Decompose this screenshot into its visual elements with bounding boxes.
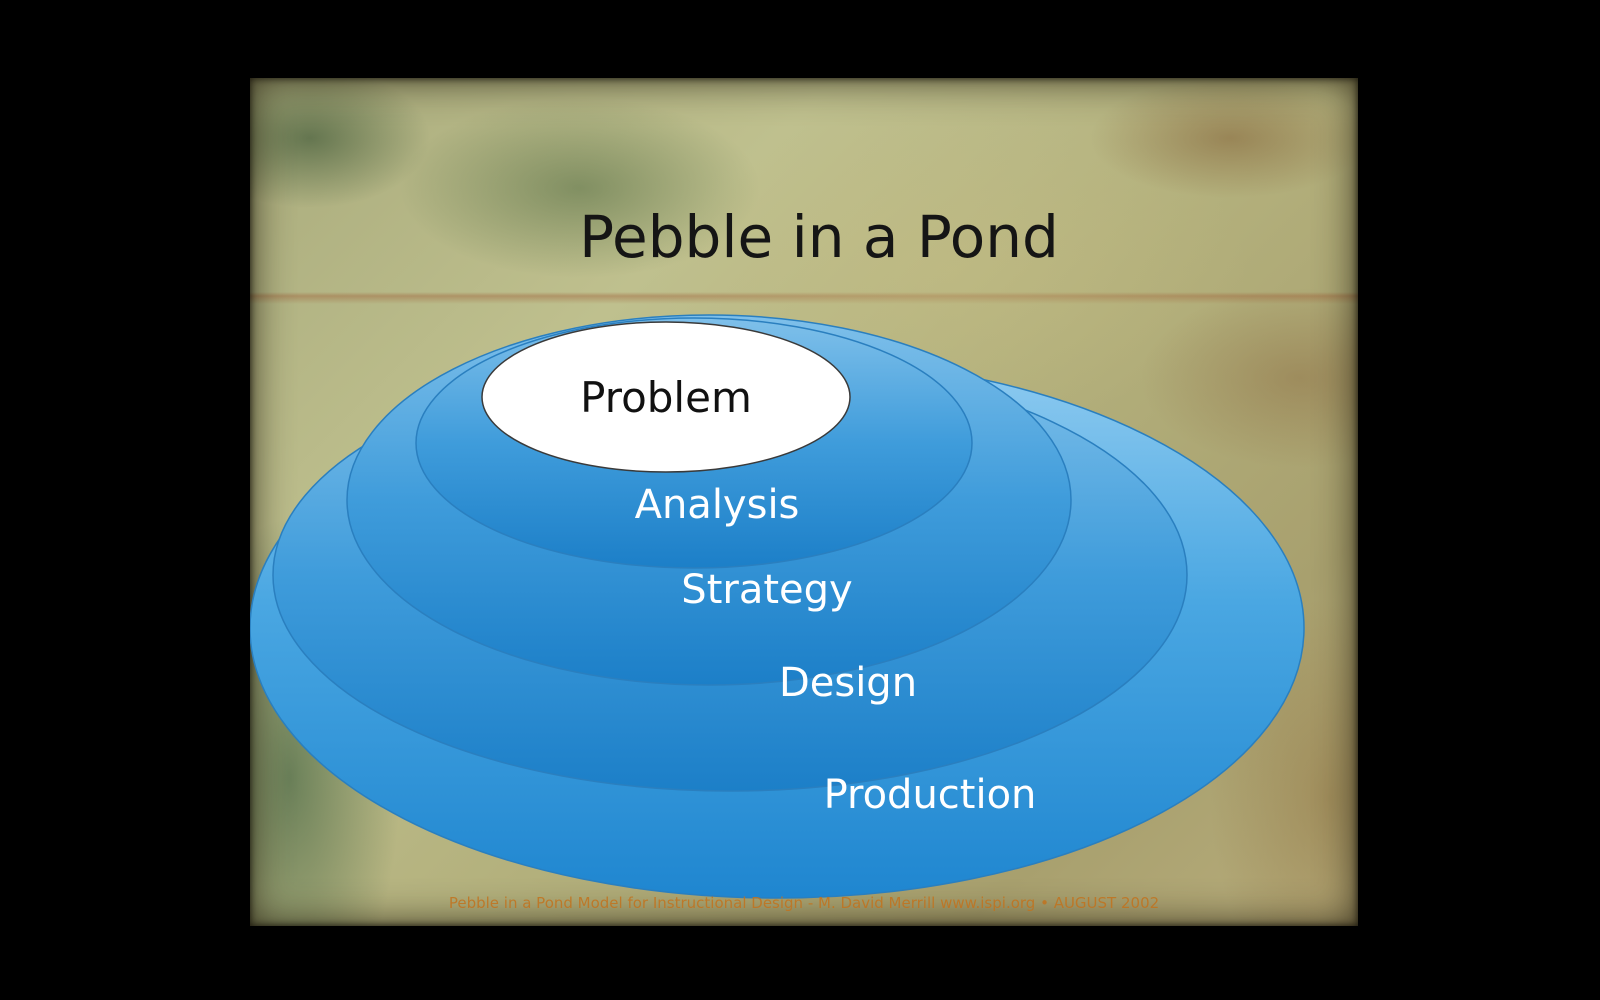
footer-credit: Pebble in a Pond Model for Instructional… <box>448 894 1160 912</box>
analysis-label: Analysis <box>635 482 800 528</box>
slide-title: Pebble in a Pond <box>579 203 1059 271</box>
strategy-label: Strategy <box>681 567 852 613</box>
pebble-pond-diagram: Problem Analysis Strategy Design Product… <box>250 314 1305 899</box>
slide-canvas: Problem Analysis Strategy Design Product… <box>250 78 1358 926</box>
problem-label: Problem <box>580 373 752 422</box>
design-label: Design <box>779 660 917 706</box>
production-label: Production <box>824 772 1037 818</box>
problem-pebble <box>481 321 851 473</box>
